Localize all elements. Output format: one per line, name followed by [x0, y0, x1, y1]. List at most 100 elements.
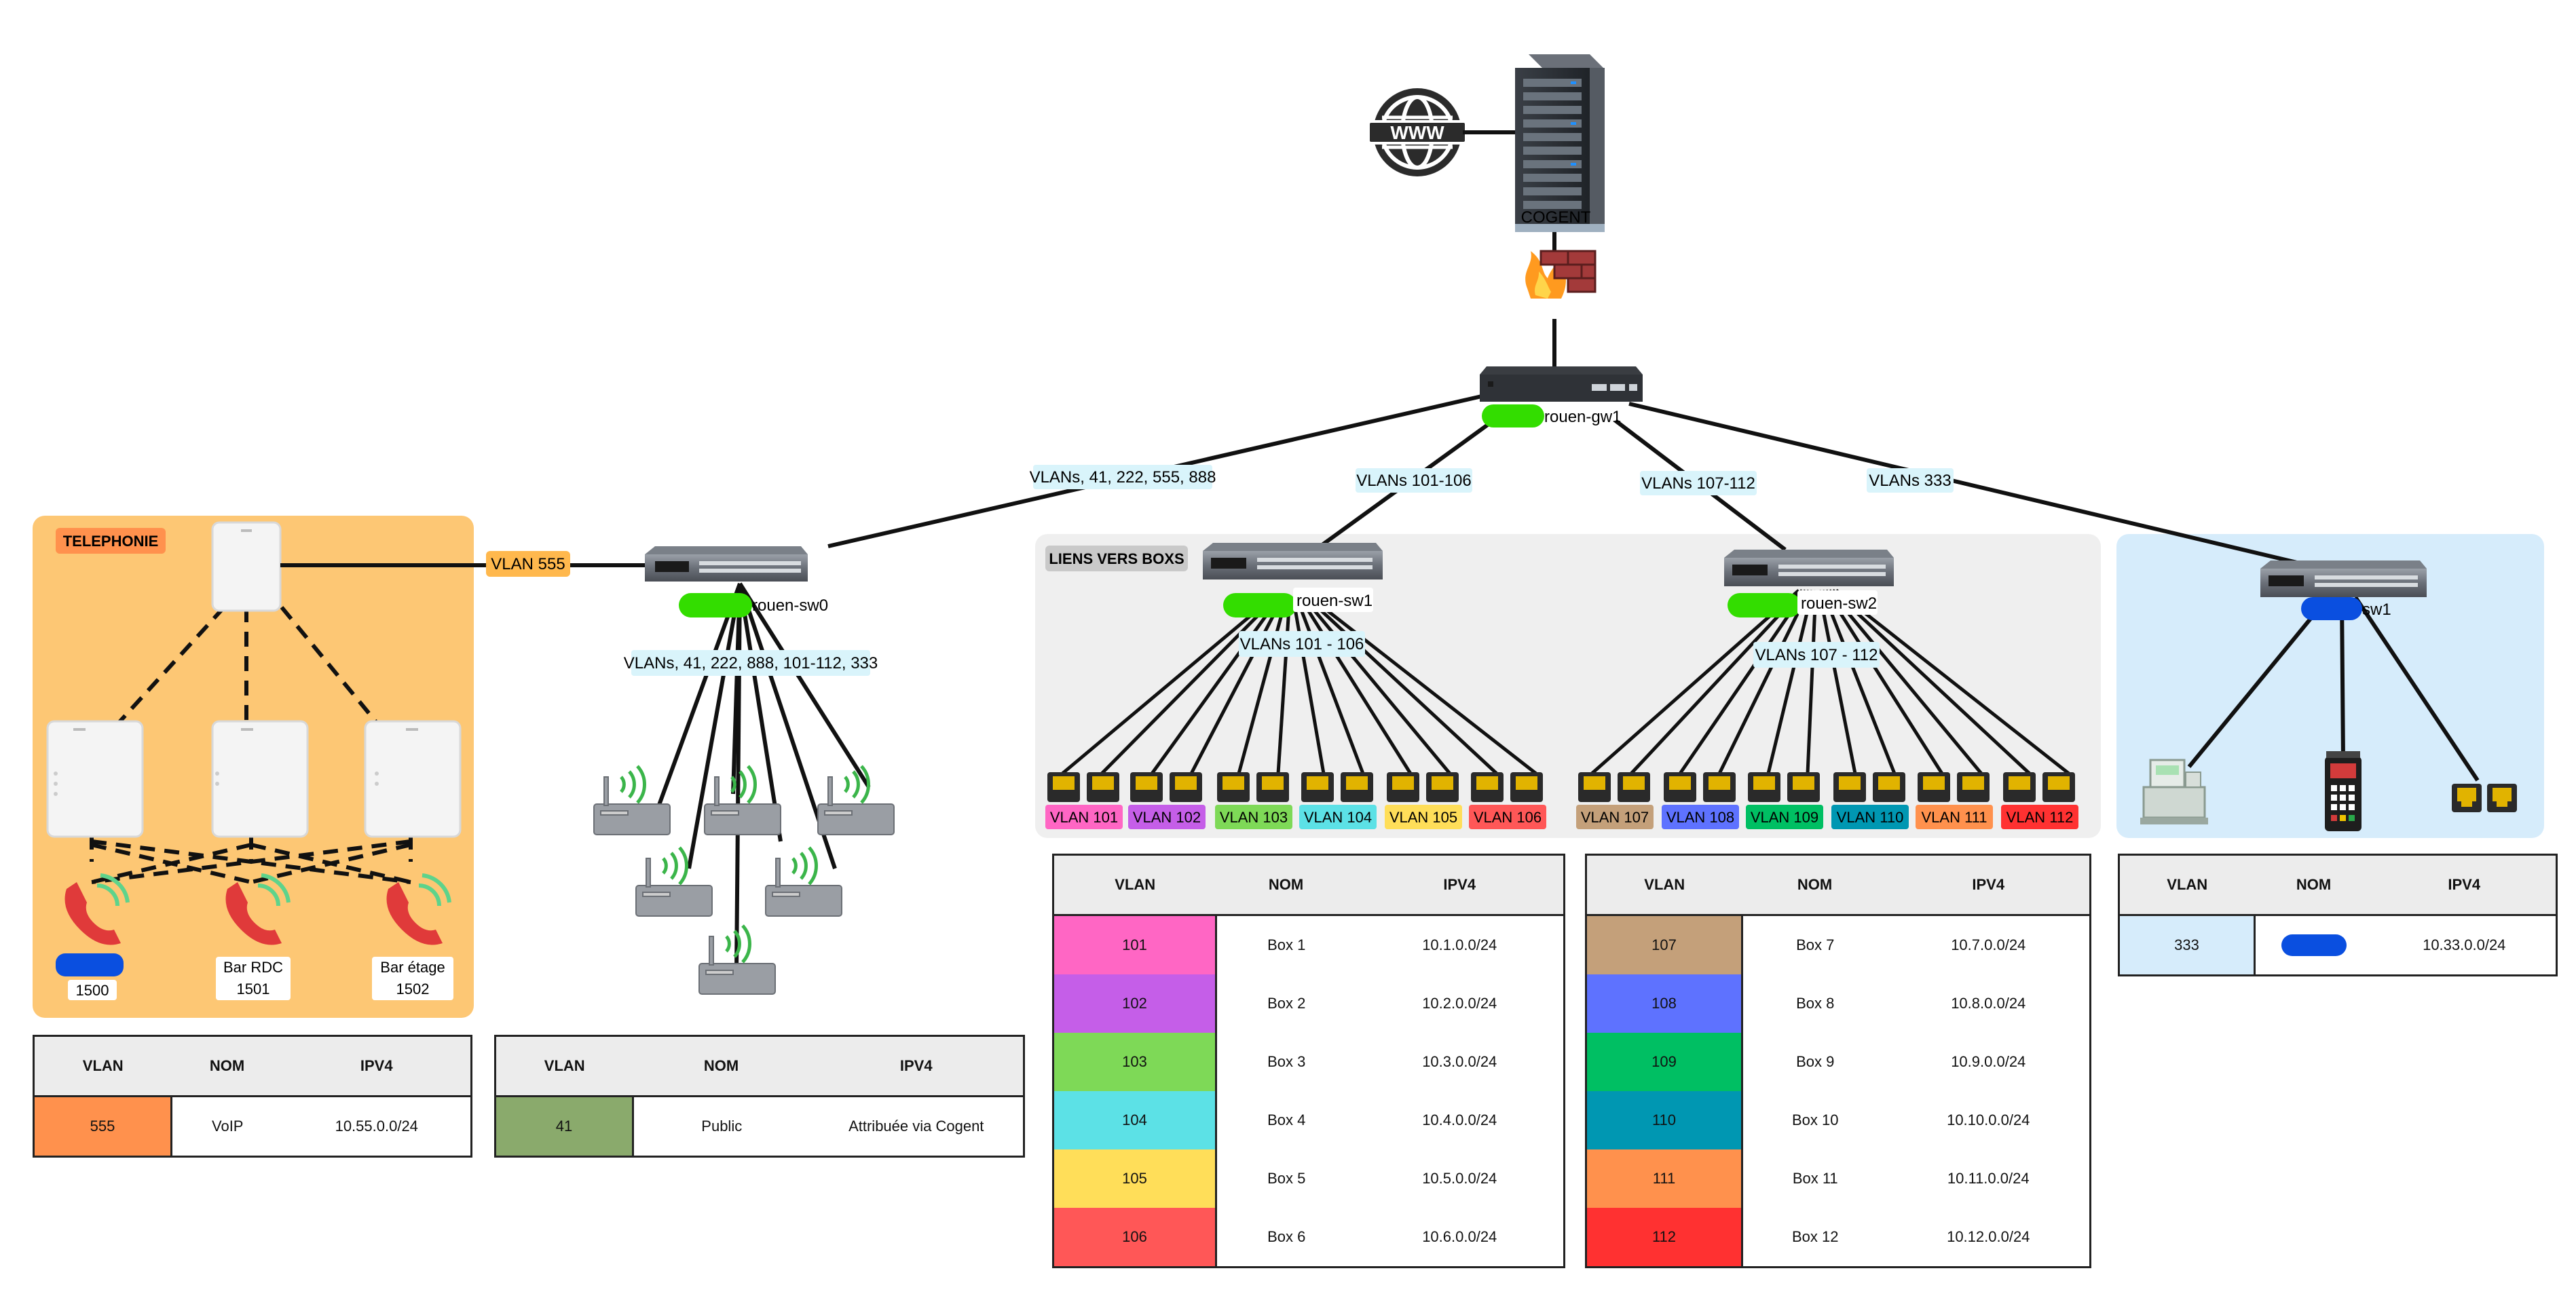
box-port-tag [1831, 805, 1909, 829]
nom-cell: Box 11 [1792, 1170, 1838, 1187]
col-nom: NOM [1742, 854, 1888, 916]
sw1-links [1061, 596, 1537, 775]
ipv4-cell: 10.12.0.0/24 [1947, 1228, 2030, 1245]
sw0-name: rouen-sw0 [752, 596, 828, 615]
box-port-label: VLAN 103 [1220, 809, 1288, 826]
col-nom: NOM [2254, 854, 2373, 916]
uplink-lines [285, 231, 2329, 572]
rj45-port-contacts [2009, 776, 2030, 790]
misc-links [2187, 596, 2480, 782]
phone-3-name: Bar étage [380, 959, 445, 976]
box-port-4: VLAN 104 [1299, 772, 1377, 829]
box-port-5: VLAN 105 [1385, 772, 1462, 829]
rj45-port-contacts [1222, 776, 1244, 790]
provider-label: COGENT [1521, 208, 1591, 227]
box-port-11: VLAN 111 [1916, 772, 1993, 829]
rj45-port-contacts [1623, 776, 1645, 790]
box-port-label: VLAN 105 [1389, 809, 1457, 826]
col-nom: NOM [633, 1035, 810, 1097]
table-row: 104 Box 4 10.4.0.0/24 [1053, 1091, 1565, 1149]
nom-cell [2255, 915, 2373, 976]
vlan-cell: 108 [1586, 974, 1743, 1033]
sw1-pill [1223, 593, 1296, 617]
ipv4-cell: Attribuée via Cogent [848, 1118, 984, 1135]
table-public: VLAN NOM IPV4 41 Public Attribuée via Co… [494, 1035, 1025, 1158]
box-port-8: VLAN 108 [1662, 772, 1739, 829]
vlan-cell: 105 [1053, 1149, 1217, 1208]
box-port-label: VLAN 107 [1581, 809, 1649, 826]
vlan-cell: 104 [1053, 1091, 1217, 1149]
col-vlan: VLAN [1053, 854, 1216, 916]
box-port-tag [1916, 805, 1993, 829]
box-port-6: VLAN 106 [1469, 772, 1546, 829]
vlan555-tag [486, 551, 570, 577]
box-port-label: VLAN 104 [1304, 809, 1372, 826]
uplink-label-sw3: VLANs 333 [1869, 472, 1951, 490]
ipv4-cell: 10.2.0.0/24 [1422, 995, 1497, 1012]
box-port-label: VLAN 108 [1666, 809, 1734, 826]
box-port-tag [1045, 805, 1123, 829]
col-nom: NOM [1216, 854, 1356, 916]
sw0-switch-icon [645, 546, 808, 582]
col-vlan: VLAN [495, 1035, 633, 1097]
table-row: 333 10.33.0.0/24 [2118, 915, 2557, 976]
rj45-port-contacts [1476, 776, 1498, 790]
vlan-cell: 333 [2118, 915, 2256, 976]
rj45-port-contacts [1053, 776, 1075, 790]
nom-cell: Box 6 [1267, 1228, 1306, 1245]
box-port-1: VLAN 101 [1045, 772, 1123, 829]
firewall-icon [1525, 250, 1597, 299]
ipv4-cell: 10.9.0.0/24 [1951, 1053, 2026, 1070]
sw2-switch-icon [1724, 550, 1894, 586]
vlan-cell: 112 [1586, 1208, 1743, 1268]
internet-globe-icon: WWW [1367, 88, 1468, 176]
ipv4-cell: 10.10.0.0/24 [1947, 1111, 2030, 1128]
phone-1-ext: 1500 [76, 982, 109, 999]
gateway-name: rouen-gw1 [1544, 408, 1621, 426]
sw2-name: rouen-sw2 [1801, 594, 1877, 613]
gateway-device-icon [1480, 366, 1643, 402]
col-ipv4: IPV4 [2372, 854, 2557, 916]
phone-2-ext: 1501 [237, 981, 270, 997]
misc-switch-pill [2301, 597, 2362, 620]
vlan555-label: VLAN 555 [491, 555, 565, 573]
nom-cell: Box 8 [1796, 995, 1835, 1012]
box-port-tag [1469, 805, 1546, 829]
col-vlan: VLAN [1586, 854, 1742, 916]
nom-cell: Box 4 [1267, 1111, 1306, 1128]
sw2-trunk-label: VLANs 107 - 112 [1755, 646, 1878, 664]
redacted-name [2281, 934, 2347, 956]
table-row: 555 VoIP 10.55.0.0/24 [33, 1096, 472, 1157]
sw1-trunk-label: VLANs 101 - 106 [1240, 635, 1364, 653]
rj45-port-contacts [1669, 776, 1691, 790]
ipv4-cell: 10.3.0.0/24 [1422, 1053, 1497, 1070]
ipv4-cell: 10.4.0.0/24 [1422, 1111, 1497, 1128]
box-port-9: VLAN 109 [1746, 772, 1823, 829]
sw2-links [1590, 589, 2070, 775]
nom-cell: VoIP [212, 1118, 244, 1135]
svg-text:WWW: WWW [1390, 122, 1444, 143]
box-port-label: VLAN 110 [1837, 809, 1904, 826]
vlan-cell: 110 [1586, 1091, 1743, 1149]
box-port-label: VLAN 112 [2006, 809, 2074, 826]
uplink-label-sw1: VLANs 101-106 [1356, 472, 1471, 490]
ipv4-cell: 10.11.0.0/24 [1947, 1170, 2030, 1187]
col-ipv4: IPV4 [1356, 854, 1565, 916]
rj45-port-contacts [1392, 776, 1414, 790]
vlan-cell: 109 [1586, 1033, 1743, 1091]
sw0-trunk-label: VLANs, 41, 222, 888, 101-112, 333 [624, 654, 878, 672]
box-port-label: VLAN 109 [1751, 809, 1818, 826]
col-nom: NOM [171, 1035, 283, 1097]
nom-cell: Box 7 [1796, 936, 1835, 953]
nom-cell: Box 1 [1267, 936, 1306, 953]
rj45-port-contacts [1709, 776, 1730, 790]
